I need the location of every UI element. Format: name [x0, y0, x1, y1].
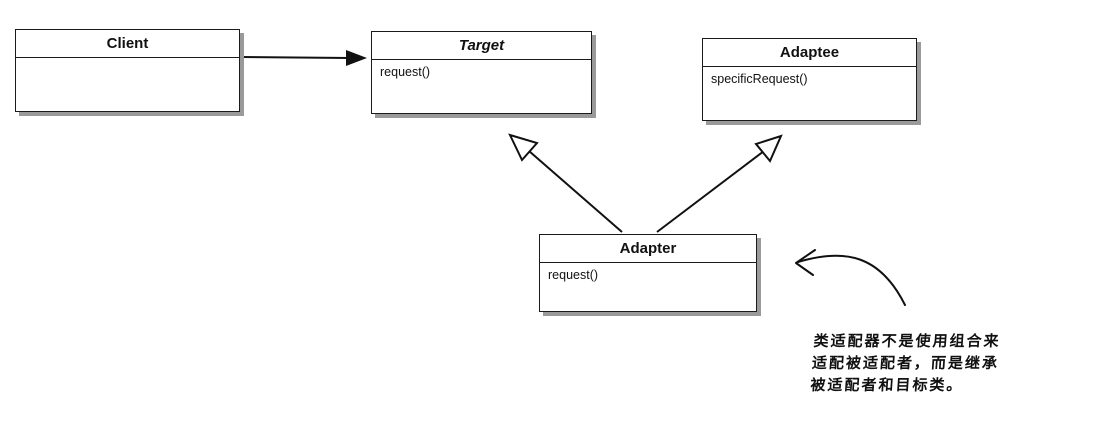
association-arrowhead [346, 50, 367, 66]
class-operations-adaptee: specificRequest() [711, 72, 808, 86]
class-box-adaptee: Adaptee specificRequest() [702, 38, 917, 121]
class-operations-client [16, 58, 239, 66]
inheritance-line-adapter-target [528, 150, 623, 233]
class-operations-target: request() [380, 65, 431, 79]
class-name-client: Client [16, 30, 239, 58]
inheritance-arrowhead-target [508, 133, 539, 162]
annotation-pointer-curve [797, 254, 906, 306]
inheritance-line-adapter-adaptee [656, 150, 765, 233]
annotation-line: 适配被适配者，而是继承 [811, 354, 1000, 372]
handwritten-annotation: 类适配器不是使用组合来 适配被适配者，而是继承 被适配者和目标类。 [810, 330, 1102, 396]
annotation-line: 被适配者和目标类。 [809, 376, 965, 394]
class-name-target: Target [372, 32, 591, 60]
class-box-client: Client [15, 29, 240, 112]
class-name-adapter: Adapter [540, 235, 756, 263]
annotation-pointer-head [795, 249, 816, 276]
annotation-line: 类适配器不是使用组合来 [812, 332, 1002, 350]
class-name-adaptee: Adaptee [703, 39, 916, 67]
class-operations-adapter: request() [548, 268, 599, 282]
class-box-target: Target request() [371, 31, 592, 114]
association-line-client-target [239, 56, 351, 59]
class-box-adapter: Adapter request() [539, 234, 757, 312]
inheritance-arrowhead-adaptee [754, 134, 783, 163]
